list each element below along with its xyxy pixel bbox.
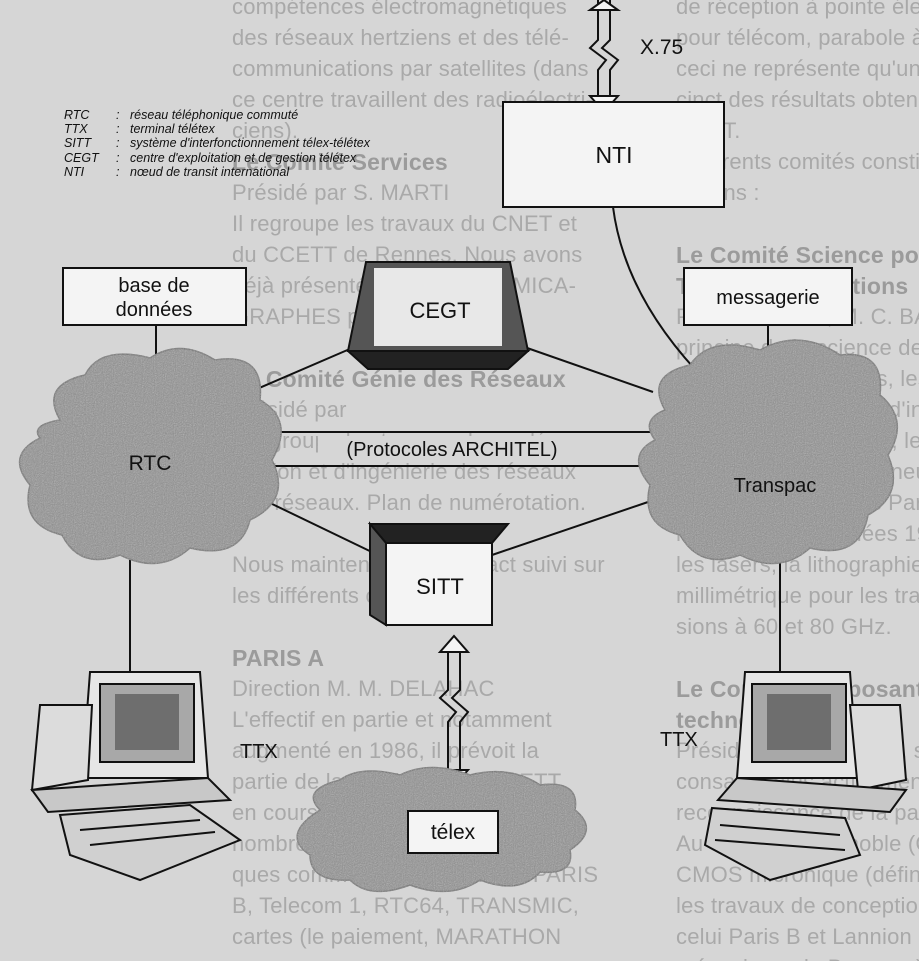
bg-text-line: Présidé par S. MARTI bbox=[232, 180, 450, 205]
base-label-line1: base de bbox=[118, 275, 189, 297]
bg-text-line: cartes (le paiement, MARATHON bbox=[232, 924, 562, 949]
base-de-donnees-box: base de données bbox=[62, 267, 247, 326]
telex-label: télex bbox=[431, 821, 476, 844]
bg-text-line: pour télécom, parabole à 20 GHz bbox=[676, 25, 919, 50]
bg-text-line: millimétrique pour les transmis- bbox=[676, 583, 919, 608]
legend-abbr: TTX bbox=[64, 122, 88, 137]
x75-link bbox=[586, 0, 622, 114]
messagerie-label: messagerie bbox=[716, 287, 819, 309]
sitt-label: SITT bbox=[416, 574, 464, 599]
bg-text-line: Le Comité Génie des Réseaux bbox=[232, 366, 566, 392]
ttx-right-label: TTX bbox=[660, 729, 698, 751]
bg-text-line: compétences électromagnétiques bbox=[232, 0, 567, 19]
legend-row: NTI: nœud de transit international bbox=[8, 165, 448, 179]
rtc-label: RTC bbox=[129, 452, 172, 475]
bg-text-line: Direction M. M. DELAHAC bbox=[232, 676, 495, 701]
protocoles-label: (Protocoles ARCHITEL) bbox=[346, 439, 557, 461]
bg-text-line: sions à 60 et 80 GHz. bbox=[676, 614, 892, 639]
bg-text-line: les travaux de conception à bbox=[676, 893, 919, 918]
legend-desc: nœud de transit international bbox=[130, 164, 290, 179]
bg-text-line: ciens). bbox=[232, 118, 299, 143]
legend-row: SITT: système d'interfonctionnement télex… bbox=[8, 136, 448, 150]
legend-sep: : bbox=[116, 108, 120, 122]
bg-text-line: de réception à pointe électronique bbox=[676, 0, 919, 19]
legend-row: CEGT: centre d'exploitation et de gestion… bbox=[8, 151, 448, 165]
bg-text-line: B, Telecom 1, RTC64, TRANSMIC, bbox=[232, 893, 580, 918]
cegt-block: CEGT bbox=[345, 261, 531, 370]
legend-sep: : bbox=[116, 136, 120, 151]
legend-desc: réseau téléphonique commuté bbox=[130, 108, 299, 122]
bg-text-line: Il regroupe les travaux du CNET et bbox=[232, 211, 578, 236]
legend-abbr: NTI bbox=[64, 164, 85, 179]
legend-row: RTC: réseau téléphonique commuté bbox=[8, 108, 448, 122]
legend-sep: : bbox=[116, 150, 120, 165]
legend-abbr: RTC bbox=[64, 108, 90, 122]
link-transpac-sitt bbox=[491, 501, 649, 556]
connection-lines bbox=[129, 206, 781, 680]
legend-abbr: CEGT bbox=[64, 150, 99, 165]
bg-text-line: communications par satellites (dans bbox=[232, 56, 589, 81]
legend-desc: système d'interfonctionnement télex-télé… bbox=[130, 136, 371, 151]
bg-text-line: PARIS A bbox=[232, 645, 325, 671]
bg-text-line: ceci ne représente qu'un résumé suc- bbox=[676, 56, 919, 81]
legend-abbr: SITT bbox=[64, 136, 92, 151]
link-rtc-sitt bbox=[267, 501, 379, 556]
rtc-cloud bbox=[18, 347, 282, 565]
messagerie-box: messagerie bbox=[683, 267, 853, 326]
bg-text-line: augmenté en 1986, il prévoit la bbox=[232, 738, 540, 763]
legend-row: TTX: terminal télétex bbox=[8, 122, 448, 136]
legend-sep: : bbox=[116, 122, 120, 137]
nti-label: NTI bbox=[595, 142, 632, 168]
bg-text-line: Le Comité Science pour les bbox=[676, 242, 919, 268]
legend-desc: terminal télétex bbox=[130, 122, 215, 137]
bg-text-line: des réseaux hertziens et des télé- bbox=[232, 25, 569, 50]
nti-box: NTI bbox=[502, 101, 725, 208]
cegt-label: CEGT bbox=[409, 298, 470, 323]
bg-text-line: lisation et d'ingénierie des réseaux bbox=[232, 459, 577, 484]
ttx-left-terminal bbox=[30, 671, 243, 882]
ttx-left-label: TTX bbox=[240, 741, 278, 763]
bg-text-line: Le Comité Services bbox=[232, 149, 448, 175]
transpac-label: Transpac bbox=[734, 475, 817, 497]
legend-desc: centre d'exploitation et de gestion télé… bbox=[130, 150, 357, 165]
legend-sep: : bbox=[116, 164, 120, 179]
bg-text-line: L'effectif en partie et notamment bbox=[232, 707, 552, 732]
sitt-block: SITT bbox=[367, 521, 511, 627]
bg-text-line: des réseaux. Plan de numérotation. bbox=[232, 490, 587, 515]
telex-link bbox=[437, 634, 471, 788]
link-transpac-cegt bbox=[509, 341, 654, 393]
bg-text-line: mécanisme de Bagneux) sur les bbox=[676, 955, 919, 961]
x75-label: X.75 bbox=[640, 36, 683, 59]
base-label-line2: données bbox=[116, 299, 193, 321]
ttx-right-terminal bbox=[703, 671, 908, 882]
transpac-cloud bbox=[638, 339, 899, 565]
bg-text-line: celui Paris B et Lannion (plus du bbox=[676, 924, 919, 949]
telex-label-box bbox=[407, 810, 499, 854]
